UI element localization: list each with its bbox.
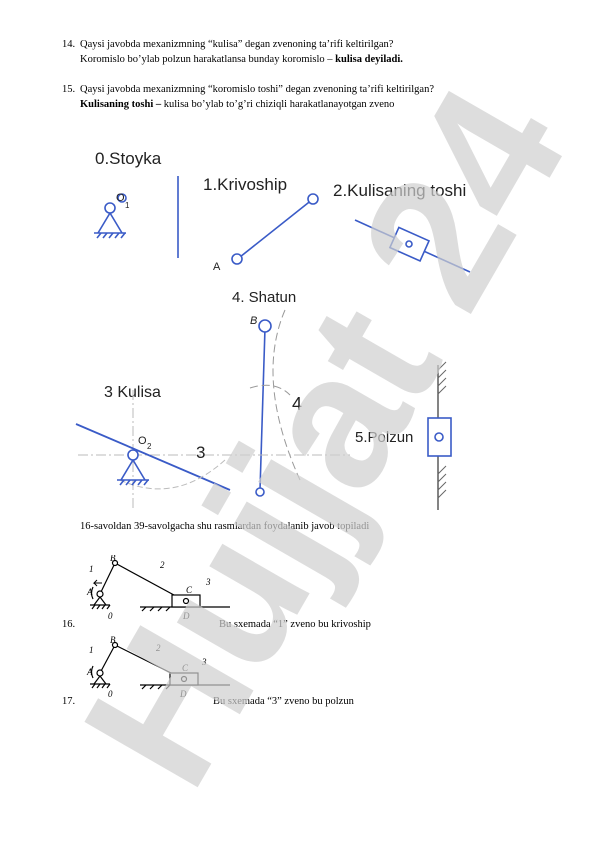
mech16-label-c: C xyxy=(186,585,193,595)
shatun-symbol xyxy=(255,319,272,497)
q14-answer-bold: kulisa deyiladi. xyxy=(335,54,403,65)
label-shatun: 4. Shatun xyxy=(232,289,296,306)
mech16-label-a: A xyxy=(86,587,93,597)
krivoship-symbol xyxy=(231,193,319,265)
q15-answer: Kulisaning toshi – kulisa bo’ylab to’g’r… xyxy=(80,98,394,111)
mech17-label-c: C xyxy=(182,663,189,673)
mech17-label-3: 3 xyxy=(201,657,207,667)
label-a: A xyxy=(213,261,221,273)
q16-text: Bu sxemada “1” zveno bu krivoship xyxy=(219,619,371,630)
mech17-label-1: 1 xyxy=(89,645,94,655)
q17-text: Bu sxemada “3” zveno bu polzun xyxy=(213,696,354,707)
mechanism-diagram-16: B 1 2 C 3 A 0 D xyxy=(86,555,230,621)
mechanism-diagram-17: B 1 2 C 3 A 0 D xyxy=(86,635,230,699)
instructions-text: 16-savoldan 39-savolgacha shu rasmlardan… xyxy=(80,521,370,532)
mech17-label-a: A xyxy=(86,667,93,677)
label-b: B xyxy=(250,315,257,327)
mech16-label-0: 0 xyxy=(108,611,113,621)
polzun-symbol xyxy=(427,361,452,510)
q15-question: Qaysi javobda mexanizmning “koromislo to… xyxy=(80,84,434,95)
label-o2: O xyxy=(138,435,147,447)
label-stoyka: 0.Stoyka xyxy=(95,149,162,168)
q14-number: 14. xyxy=(62,39,76,50)
q17-number: 17. xyxy=(62,696,76,707)
label-kulisa-toshi: 2.Kulisaning toshi xyxy=(333,181,466,200)
q14-question: Qaysi javobda mexanizmning “kulisa” dega… xyxy=(80,39,394,50)
q16-number: 16. xyxy=(62,619,76,630)
label-o1: O xyxy=(116,192,125,204)
label-o1-sub: 1 xyxy=(125,201,130,210)
mech16-label-b: B xyxy=(110,555,116,563)
kulisa-toshi-symbol xyxy=(354,219,471,273)
label-o2-sub: 2 xyxy=(147,442,152,451)
label-krivoship: 1.Krivoship xyxy=(203,175,287,194)
label-link-4: 4 xyxy=(292,394,302,414)
mech17-label-b: B xyxy=(110,635,116,645)
shatun-arcs xyxy=(249,309,301,481)
mech16-label-d: D xyxy=(182,611,190,621)
q15-answer-text: kulisa bo’ylab to’g’ri chiziqli harakatl… xyxy=(161,99,395,110)
q15-answer-bold: Kulisaning toshi – xyxy=(80,99,162,110)
stoyka-symbol xyxy=(94,176,179,258)
q14-answer-text: Koromislo bo’ylab polzun harakatlansa bu… xyxy=(80,54,336,65)
kulisa-symbol xyxy=(75,390,350,510)
q15-number: 15. xyxy=(62,84,76,95)
mech16-label-1: 1 xyxy=(89,564,94,574)
label-link-3: 3 xyxy=(196,443,205,462)
mech17-label-d: D xyxy=(179,689,187,699)
mech17-label-2: 2 xyxy=(156,643,161,653)
mech16-label-3: 3 xyxy=(205,577,211,587)
q14-answer: Koromislo bo’ylab polzun harakatlansa bu… xyxy=(80,53,403,66)
mechanism-links-figure: 0.Stoyka O 1 1.Krivoship A 2.Kulisaning … xyxy=(75,149,471,510)
mech17-label-0: 0 xyxy=(108,689,113,699)
label-polzun: 5.Polzun xyxy=(355,429,413,446)
mech16-label-2: 2 xyxy=(160,560,165,570)
